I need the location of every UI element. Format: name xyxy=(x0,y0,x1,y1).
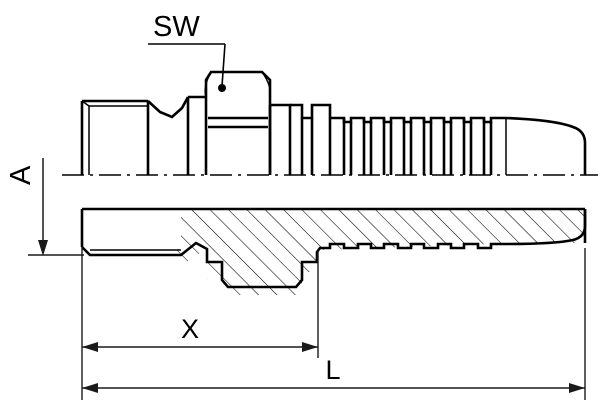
x-arrow-head-left xyxy=(82,342,98,352)
x-label: X xyxy=(181,314,199,344)
l-dimension-group: L xyxy=(81,248,586,400)
hex-corner-arc-left xyxy=(204,71,212,98)
step-ring-outline xyxy=(290,103,332,120)
upper-outline-group xyxy=(80,70,587,175)
l-label: L xyxy=(325,355,340,385)
x-dimension-group: X xyxy=(81,247,319,358)
sw-leader-line xyxy=(221,43,226,87)
hex-corner-arc-right xyxy=(261,71,272,98)
sw-leader-dot xyxy=(218,84,226,92)
tail-taper-profile xyxy=(505,116,587,175)
a-arrow-head xyxy=(38,240,48,256)
sw-annotation-group: SW xyxy=(148,11,226,92)
a-label: A xyxy=(5,165,37,185)
sw-label: SW xyxy=(153,11,200,43)
lower-section-group xyxy=(80,207,587,295)
hex-sw-outline xyxy=(204,70,272,97)
l-arrow-head-right xyxy=(569,383,585,393)
l-arrow-head-left xyxy=(82,383,98,393)
cone-seat-transition xyxy=(147,96,190,119)
barb-serration-lines xyxy=(342,118,493,175)
a-dimension-group: A xyxy=(5,158,84,256)
section-inner-profile xyxy=(81,209,587,289)
collar-right-outline xyxy=(270,103,292,175)
barb-band-top-profile xyxy=(330,116,506,124)
x-arrow-head-right xyxy=(302,342,318,352)
